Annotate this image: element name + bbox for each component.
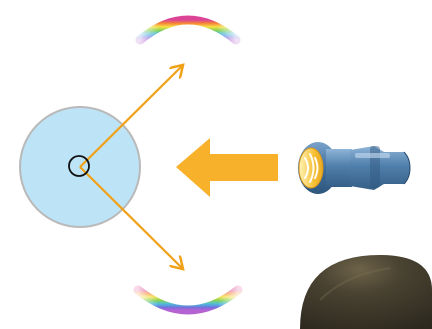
corner-object [300, 255, 432, 329]
reflection-arc-bottom [138, 290, 238, 310]
flashlight-icon [298, 142, 410, 194]
reflection-arc-top [140, 20, 236, 40]
incoming-light-arrow [176, 138, 278, 197]
